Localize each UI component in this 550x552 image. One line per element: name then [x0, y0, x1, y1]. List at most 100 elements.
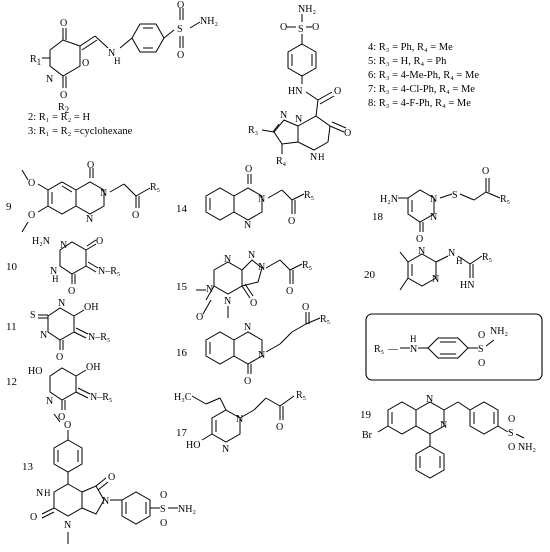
sulfonyl-o2: O [312, 22, 319, 33]
carbonyl-o: O [245, 164, 252, 175]
ring-n1: N [86, 214, 93, 225]
sulfonamide-nh2: NH₂ [518, 442, 536, 453]
ring-n: N [60, 240, 67, 251]
compound-18: 18 H₂N N N O S O R₅ [372, 166, 510, 245]
sulfonamide-nh2: NH₂ [200, 16, 218, 27]
legend-compound-6: 6: R₃ = 4-Me-Ph, R₄ = Me [368, 70, 479, 81]
hydroxy-label: HO [186, 440, 200, 451]
carbonyl-o: O [56, 352, 63, 363]
carbonyl-o-right: O [82, 58, 89, 69]
compound-number: 17 [176, 427, 188, 439]
sulfonyl-s: S [160, 504, 166, 515]
ring-nh: N [50, 266, 57, 277]
ring-n1: N [295, 114, 302, 125]
compound-number: 20 [364, 269, 376, 281]
compound-number: 12 [6, 376, 17, 388]
r4-label: R₄ [276, 156, 287, 167]
compound-2-3: R1 O O O N R2 N H S O O NH₂ 2: R₁ = R₂ =… [28, 0, 218, 137]
hydroxy-left: HO [28, 366, 42, 377]
sulfonyl-o1: O [508, 414, 515, 425]
compound-number: 9 [6, 201, 12, 213]
compound-number: 13 [22, 461, 34, 473]
r5-o1: O [478, 330, 485, 341]
compound-17: 17 H₃C N N HO O R₅ [174, 390, 306, 455]
r2-label: R2 [58, 102, 69, 115]
r5-label: N–R₅ [88, 332, 110, 343]
r5-label: R₅ [304, 190, 314, 201]
carbonyl-o: O [58, 412, 65, 423]
ring-n1: N [430, 194, 437, 205]
compound-13: 13 O N H O N O N S O O NH₂ [22, 413, 196, 544]
imine-hn: HN [460, 280, 474, 291]
sulfonamide-nh2: NH₂ [178, 504, 196, 515]
ketone-o: O [288, 216, 295, 227]
ring-nh-h: H [44, 488, 51, 498]
ring-nh: N [310, 152, 317, 163]
thioether-s: S [452, 190, 458, 201]
ring-n: N [58, 298, 65, 309]
amino-label: H₂N [32, 236, 50, 247]
compound-number: 16 [176, 347, 188, 359]
ring-n3: N [100, 188, 107, 199]
r5-n: N [410, 344, 417, 355]
ring-n2: N [430, 212, 437, 223]
compound-11: 11 S N N OH O N–R₅ [6, 298, 110, 363]
compound-9: 9 O N N O O O R₅ [6, 160, 160, 233]
lactam-o: O [344, 128, 351, 139]
sulfonyl-s: S [177, 24, 183, 35]
ring-n1: N [244, 220, 251, 231]
compound-19: 19 N N Br S O O NH₂ [360, 394, 536, 479]
methoxy-o1: O [28, 178, 35, 189]
sulfonyl-o1: O [160, 490, 167, 501]
methyl-label: H₃C [174, 392, 192, 403]
linker-h: H [114, 56, 121, 66]
carbonyl-o: O [87, 160, 94, 171]
compound-number: 19 [360, 409, 372, 421]
carbonyl-o1: O [196, 312, 203, 323]
compound-number: 11 [6, 321, 17, 333]
sulfonamide-nh2: NH₂ [298, 4, 316, 15]
ring-n: N [46, 396, 53, 407]
imid-n2: N [258, 262, 265, 273]
amidine-nh-h: H [456, 256, 463, 266]
urea-o: O [30, 512, 37, 523]
compound-16: 16 N N O O R₅ [176, 302, 330, 387]
ring-nh: N [36, 488, 43, 499]
legend-compound-8: 8: R₃ = 4-F-Ph, R₄ = Me [368, 98, 471, 109]
ring-nh-h: H [52, 274, 59, 284]
ring-n-me1: N [206, 284, 213, 295]
compound-20: 20 N N N H R₅ HN [364, 246, 492, 291]
compound-14: 14 O N N O R₅ [176, 164, 314, 231]
ketone-o: O [286, 286, 293, 297]
ring-nh: N [40, 330, 47, 341]
legend-compound-7: 7: R₃ = 4-Cl-Ph, R₄ = Me [368, 84, 475, 95]
compound-15: 15 N N N N N O O O R₅ [176, 250, 312, 323]
r5-label: R₅ [296, 390, 306, 401]
sulfonyl-o1: O [280, 22, 287, 33]
carbonyl-o-bottom: O [60, 90, 67, 101]
sulfonyl-o2: O [508, 442, 515, 453]
compound-number: 14 [176, 203, 188, 215]
ketone-o: O [302, 302, 309, 313]
legend-compound-4: 4: R₃ = Ph, R₄ = Me [368, 42, 453, 53]
ring-n2: N [432, 274, 439, 285]
lactam-n: N [102, 496, 109, 507]
r5-o2: O [478, 358, 485, 369]
ring-n1: N [418, 246, 425, 257]
r3-label: R₃ [248, 125, 258, 136]
compound-10: 10 H₂N O O N N H N–R₅ [6, 236, 120, 297]
imid-n1: N [248, 250, 255, 261]
ring-n2: N [222, 444, 229, 455]
methoxy-o: O [64, 420, 71, 431]
r5-definition-box: R₅ — N H S O O NH₂ [365, 313, 543, 381]
ring-n1: N [236, 414, 243, 425]
bromo-label: Br [362, 430, 373, 441]
carbonyl-o-top: O [96, 236, 103, 247]
r5-s: S [478, 344, 484, 355]
legend-compound-2: 2: R₁ = R₂ = H [28, 112, 90, 123]
ketone-o: O [482, 166, 489, 177]
amidine-nh: N [448, 248, 455, 259]
sulfonyl-o2: O [177, 50, 184, 61]
r5-h: H [410, 334, 417, 344]
sulfonyl-s: S [508, 428, 514, 439]
